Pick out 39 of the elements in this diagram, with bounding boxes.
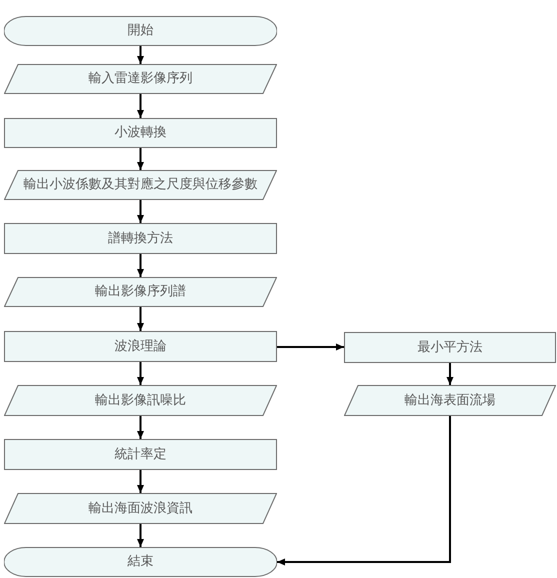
terminal-shape xyxy=(4,16,277,46)
step-label: 統計率定 xyxy=(114,446,166,462)
step-label: 譜轉換方法 xyxy=(108,230,173,246)
arrow xyxy=(137,148,144,170)
arrow xyxy=(446,363,454,385)
arrow xyxy=(137,254,144,277)
io-parallelogram xyxy=(344,385,556,416)
arrow xyxy=(137,94,144,118)
terminal-shape xyxy=(4,547,277,577)
arrow xyxy=(137,524,144,547)
arrow xyxy=(137,362,144,385)
process-box xyxy=(4,118,277,148)
arrow xyxy=(277,344,344,350)
process-box xyxy=(4,331,277,362)
step-label: 最小平方法 xyxy=(418,340,482,356)
arrow xyxy=(137,307,144,331)
step-label: 輸入雷達影像序列 xyxy=(88,71,192,87)
step-label: 輸出影像訊噪比 xyxy=(95,392,186,408)
arrow xyxy=(137,200,144,223)
io-parallelogram xyxy=(4,493,277,524)
step-label: 輸出海表面流場 xyxy=(404,392,496,408)
step-label: 輸出小波係數及其對應之尺度與位移參數 xyxy=(24,177,258,193)
arrow xyxy=(137,46,144,64)
io-parallelogram xyxy=(4,170,277,200)
step-label: 輸出海面波浪資訊 xyxy=(88,500,192,516)
step-label: 波浪理論 xyxy=(114,338,166,354)
io-parallelogram xyxy=(4,277,277,307)
io-parallelogram xyxy=(4,385,277,416)
step-label: 輸出影像序列譜 xyxy=(95,284,186,300)
process-box xyxy=(4,439,277,470)
process-box xyxy=(344,332,556,363)
step-label: 小波轉換 xyxy=(114,125,166,141)
arrow xyxy=(277,416,451,566)
arrow xyxy=(137,470,144,493)
step-label: 結束 xyxy=(128,554,154,570)
process-box xyxy=(4,223,277,254)
arrow xyxy=(137,416,144,439)
io-parallelogram xyxy=(4,64,277,94)
step-label: 開始 xyxy=(128,23,154,39)
